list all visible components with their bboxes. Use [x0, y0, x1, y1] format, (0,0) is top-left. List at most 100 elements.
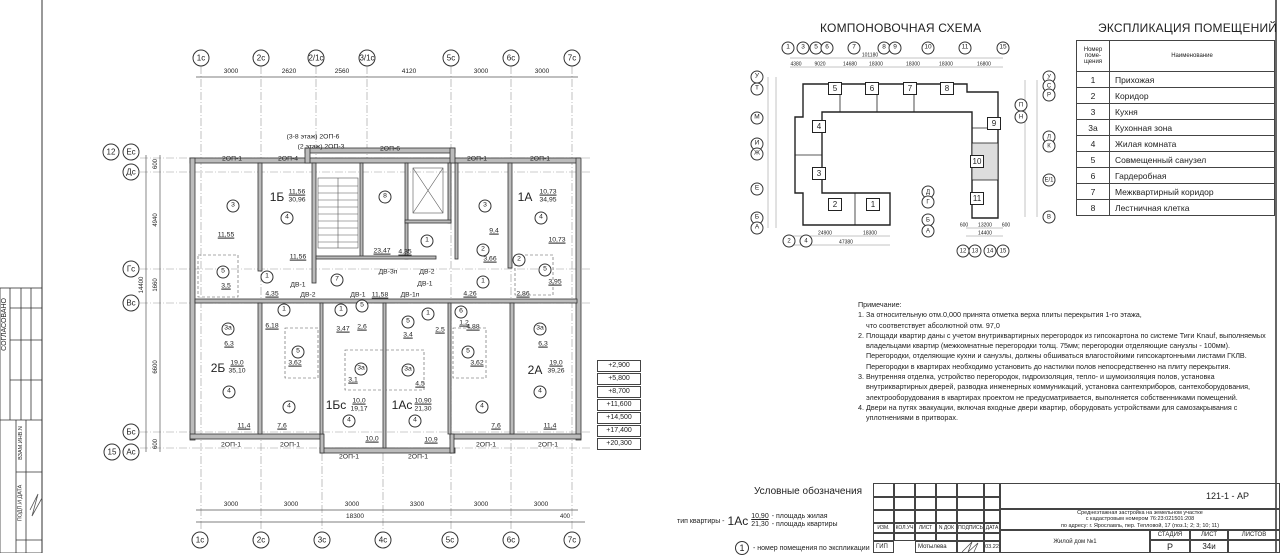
revision-cell [936, 510, 957, 523]
plan-label: ДВ-3п [378, 268, 398, 276]
room-number: 1 [421, 307, 435, 321]
axis-bubble-left: Бс [122, 423, 140, 441]
room-number: 1 [260, 270, 274, 284]
dimension-left-total: 14400 [139, 276, 145, 294]
room-name: Коридор [1109, 87, 1275, 104]
revision-cell [873, 533, 894, 541]
room-name: Кухня [1109, 103, 1275, 120]
stamp-sign-date: ПОДП.И ДАТА [17, 484, 24, 522]
revision-cell [984, 510, 1000, 523]
room-num: 3а [1076, 119, 1110, 136]
plan-label: 10,0 [365, 435, 379, 443]
revision-col-header: N ДОК [936, 523, 957, 533]
scheme-axis-top: 15 [996, 41, 1010, 55]
plan-label: 6,18 [265, 322, 279, 330]
axis-bubble-top: 5с [442, 49, 460, 67]
scheme-axis-top: 3 [796, 41, 810, 55]
room-number: 1 [334, 303, 348, 317]
stamp-replace: ВЗАМ.ИНВ.N [17, 426, 24, 460]
explication-title: ЭКСПЛИКАЦИЯ ПОМЕЩЕНИЙ [1098, 21, 1278, 35]
stamp-agreed: СОГЛАСОВАНО [1, 298, 8, 351]
signature [957, 541, 984, 553]
partitions [197, 254, 554, 391]
axis-bubble-left: Гс [122, 260, 140, 278]
project-info: Среднеэтажная застройка на земельном уча… [1000, 509, 1280, 530]
elevation-mark: +17,400 [597, 425, 641, 437]
plan-label: 2ОП-4 [278, 155, 298, 163]
axis-bubble-bottom: 5с [441, 531, 459, 549]
scheme-dimension: 47380 [839, 239, 853, 246]
revision-col-header: ДАТА [984, 523, 1000, 533]
plan-label: ДВ-2 [300, 291, 316, 299]
dimension-left: 6600 [153, 360, 159, 374]
axis-bubble-bottom: 1с [191, 531, 209, 549]
date: 03.22 [984, 541, 1000, 553]
scheme-block-9: 9 [987, 117, 1001, 130]
scheme-block-1: 1 [866, 198, 880, 211]
room-name: Межквартирный коридор [1109, 183, 1275, 200]
plan-label: 2ОП-1 [467, 155, 487, 163]
room-number: 2 [476, 243, 490, 257]
plan-label: 3,1 [348, 376, 358, 384]
scheme-axis-left: М [750, 111, 764, 125]
note-line: 4. Двери на путях эвакуации, включая вхо… [858, 402, 1238, 412]
revision-col-header: ИЗМ. [873, 523, 894, 533]
room-name: Гардеробная [1109, 167, 1275, 184]
revision-cell [915, 510, 936, 523]
scheme-axis-mid: А [921, 224, 935, 238]
revision-cell [936, 497, 957, 510]
revision-cell [957, 483, 984, 497]
scheme-axis-bottom: 2 [782, 234, 796, 248]
dimension-top: 4120 [401, 67, 417, 75]
notes: Примечание: 1. За относительную отм.0,00… [858, 300, 1278, 424]
dimension-left: 4940 [153, 213, 159, 227]
room-number: 3а [533, 322, 547, 336]
scheme-block-3: 3 [812, 167, 826, 180]
sheet-label: ЛИСТ [1190, 530, 1228, 540]
plan-label: 2ОП-1 [538, 441, 558, 449]
scheme-axis-left: А [750, 221, 764, 235]
room-number: 8 [378, 190, 392, 204]
revision-cell [957, 533, 984, 541]
axis-bubble-bottom: 2с [252, 531, 270, 549]
plan-label: ДВ-1 [350, 291, 366, 299]
plan-label: 7,6 [491, 422, 501, 430]
col-name-header: Наименование [1109, 40, 1275, 72]
scheme-dimension: 13200 [978, 222, 992, 229]
scheme-axis-bottom: 4 [799, 234, 813, 248]
note-line: Перегородки, отделяющие кухни и санузлы,… [866, 351, 1247, 361]
axis-bubble-left: Ес [122, 143, 140, 161]
dimension-bottom: 3000 [533, 500, 549, 508]
revision-col-header: ЛИСТ [915, 523, 936, 533]
revision-cell [894, 483, 915, 497]
scheme-dimension: 18300 [869, 61, 883, 68]
room-number: 3 [226, 199, 240, 213]
apartment-type: 1Бс [325, 398, 347, 412]
revision-col-header: КОЛ.УЧ [894, 523, 915, 533]
revision-cell [873, 497, 894, 510]
note-line: электрооборудования в квартирах проектом… [866, 392, 1238, 402]
note-line: что соответствует абсолютной отм. 97,0 [866, 320, 1000, 330]
room-number: 6 [454, 305, 468, 319]
plan-label: 2,86 [516, 290, 530, 298]
revision-cell [984, 497, 1000, 510]
revision-cell [894, 533, 915, 541]
room-number: 5 [216, 265, 230, 279]
plan-label: 19,0 [230, 359, 244, 367]
scheme-block-11: 11 [970, 192, 984, 205]
plan-label: 19,0 [549, 359, 563, 367]
legend-area-living-desc: - площадь жилая [771, 513, 828, 520]
note-line: Перегородки в квартирах необходимо устан… [866, 361, 1231, 371]
note-line: уплотнениями в притворах. [866, 413, 959, 423]
axis-bubble-top: 2/1с [307, 49, 325, 67]
project-address: по адресу: г. Ярославль, пер. Тепловой, … [1060, 522, 1220, 529]
scheme-dimension: 9020 [814, 61, 826, 68]
room-name: Кухонная зона [1109, 119, 1275, 136]
scheme-block-2: 2 [828, 198, 842, 211]
scheme-dimension: 4380 [790, 61, 802, 68]
